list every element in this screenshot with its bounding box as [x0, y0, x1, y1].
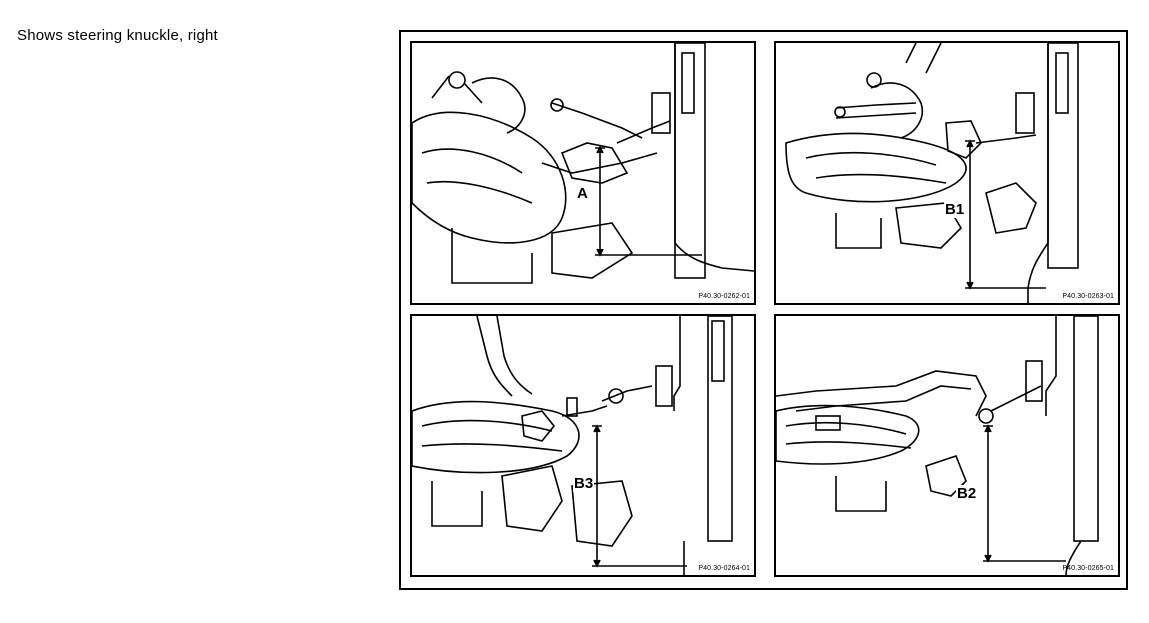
figure-frame: A P40.30-0262-01 B1 P: [399, 30, 1128, 590]
dimension-label-b3: B3: [573, 475, 595, 492]
steering-knuckle-illustration-b1: [785, 43, 1079, 303]
panel-measurement-b2: B2 P40.30-0265-01: [774, 314, 1120, 577]
steering-knuckle-illustration-a: [412, 43, 754, 284]
document-caption: Shows steering knuckle, right: [17, 27, 218, 44]
figure-reference: P40.30-0262-01: [698, 293, 750, 300]
dimension-label-b2: B2: [956, 485, 978, 502]
steering-knuckle-illustration-b3: [412, 316, 733, 575]
figure-reference: P40.30-0264-01: [698, 565, 750, 572]
figure-reference: P40.30-0265-01: [1062, 565, 1114, 572]
steering-knuckle-illustration-b2: [776, 316, 1099, 575]
panel-measurement-a: A P40.30-0262-01: [410, 41, 756, 305]
panel-measurement-b1: B1 P40.30-0263-01: [774, 41, 1120, 305]
figure-reference: P40.30-0263-01: [1062, 293, 1114, 300]
dimension-label-b1: B1: [944, 201, 966, 218]
dimension-label-a: A: [576, 185, 589, 202]
panel-measurement-b3: B3 P40.30-0264-01: [410, 314, 756, 577]
